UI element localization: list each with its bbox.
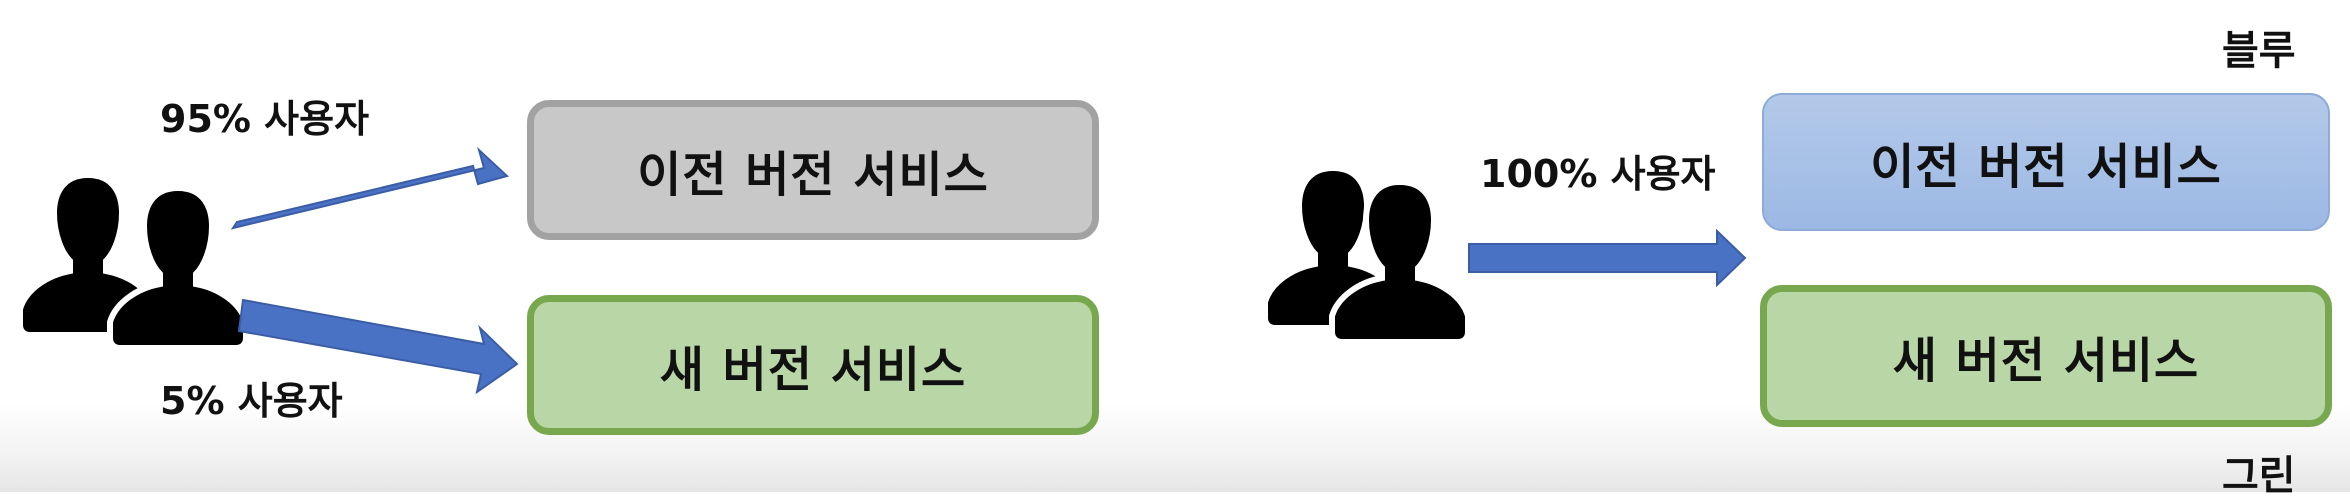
users-icon [20,175,246,348]
green-env-label: 그린 [2222,453,2296,499]
blue-env-label: 블루 [2222,28,2296,74]
new-service-box: 새 버전 서비스 [527,295,1099,435]
green-new-service-label: 새 버전 서비스 [1892,333,2200,389]
new-service-label: 새 버전 서비스 [659,342,967,398]
arrow-to-new-service [237,298,519,395]
old-service-box: 이전 버전 서비스 [527,100,1099,240]
bottom-users-label: 5% 사용자 [160,379,343,423]
all-users-label: 100% 사용자 [1480,152,1716,196]
users-icon [1265,168,1468,342]
top-users-label: 95% 사용자 [160,97,370,141]
green-new-service-box: 새 버전 서비스 [1760,285,2332,427]
old-service-label: 이전 버전 서비스 [637,147,989,203]
arrow-to-old-service [230,146,509,230]
blue-old-service-box: 이전 버전 서비스 [1762,93,2330,231]
arrow-to-blue-service [1468,228,1747,288]
blue-old-service-label: 이전 버전 서비스 [1870,139,2222,195]
